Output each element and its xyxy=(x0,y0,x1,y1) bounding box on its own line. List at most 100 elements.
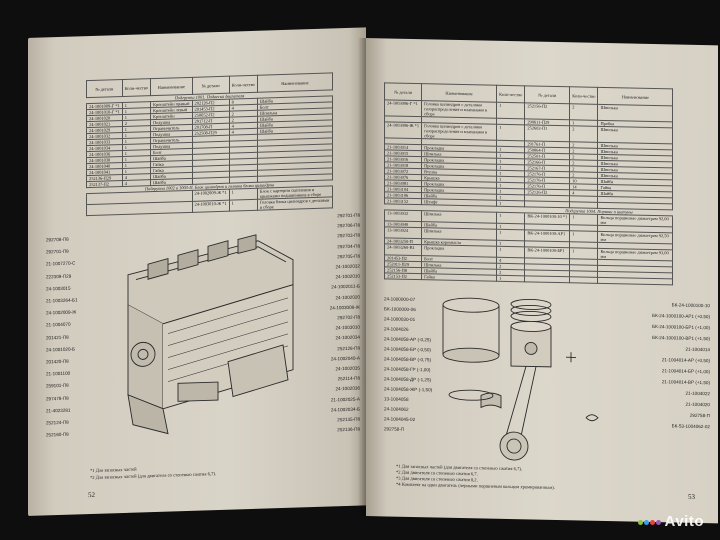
part-callout: 21-1004014-АР (+0,50) xyxy=(661,357,710,364)
part-callout: БК-53-1004062-02 xyxy=(671,423,710,430)
watermark-text: Avito xyxy=(664,513,704,530)
part-callout: 24-1002034 xyxy=(335,334,360,341)
part-callout: 13-1004058 xyxy=(384,396,409,402)
col-name-2: Наименование xyxy=(597,87,673,106)
table-cell: 252602-П1 xyxy=(524,124,570,142)
table-cell: 24-1003010-Ж *1 xyxy=(192,200,230,213)
page-number: 53 xyxy=(688,492,695,501)
part-callout: 201420-П8 xyxy=(46,358,69,365)
logo-dot-icon xyxy=(655,519,661,525)
table-cell: 1 xyxy=(569,213,598,226)
part-callout: 21-1002025-А xyxy=(330,396,360,403)
part-callout: 24-1004062 xyxy=(384,406,409,412)
table-cell: Гайка xyxy=(421,273,497,282)
part-callout: 24-1003008-Ж xyxy=(329,304,360,311)
table-cell: 24-1003006-Ж *1 xyxy=(384,121,422,139)
table-cell: 1 xyxy=(229,199,258,212)
part-callout: 21-1004014 xyxy=(685,346,710,353)
part-callout: 252135-П8 xyxy=(337,416,360,423)
part-callout: 24-1003015 xyxy=(46,285,71,292)
part-callout: 292708-П8 xyxy=(46,236,69,243)
col-name: Наименование xyxy=(421,83,497,103)
part-callout: 24-1004058-АР (-0,25) xyxy=(384,336,431,343)
footnote: *4 Комплект на один двигатель (черными п… xyxy=(396,481,555,490)
table-cell: 13-1003024 xyxy=(384,226,422,239)
part-callout: 292705-П8 xyxy=(337,253,360,260)
part-callout: БК-24-1000100-АР1 (+0,50) xyxy=(652,312,710,320)
part-callout: 21-1004014-ВР (+1,50) xyxy=(661,379,710,386)
part-callout: 24-1004058-ЖР (-1,50) xyxy=(384,386,433,393)
col-quantity-2: Коли-чество xyxy=(229,75,258,94)
col-part-number-2: № детали xyxy=(192,76,230,95)
part-callout: 292706-П8 xyxy=(337,222,360,229)
part-callout: 24-1002034-Б xyxy=(330,406,360,413)
part-callout: 292758-П xyxy=(384,426,405,432)
table-cell: 1 xyxy=(496,124,525,141)
part-callout: 21-1001100 xyxy=(46,370,71,377)
part-callout: 21-1004020 xyxy=(685,401,710,408)
part-callout: 252114-П8 xyxy=(337,375,360,382)
part-callout: 24-1004045-02 xyxy=(384,416,416,423)
table-cell: 1 xyxy=(569,230,598,243)
part-callout: 252136-П8 xyxy=(337,426,360,433)
part-callout: БК-24-1000100-ВР1 (+1,50) xyxy=(652,334,710,342)
col-part-number: № детали xyxy=(384,82,422,101)
table-cell: 252156-П2 xyxy=(524,102,570,120)
table-cell: 1 xyxy=(496,246,525,258)
table-cell: 1 xyxy=(496,102,525,119)
part-callout: 292758-П xyxy=(689,412,710,419)
logo-dot-icon xyxy=(649,519,655,525)
table-cell: 24-1003260-В1 xyxy=(384,243,422,256)
open-catalog-book: № детали Коли-чество Наименование № дета… xyxy=(28,27,718,524)
part-callout: 24-1003010 xyxy=(335,324,360,331)
table-cell: 1 xyxy=(496,275,525,282)
part-callout: 21-1007270-С xyxy=(46,260,76,267)
part-callout: 21-1004070 xyxy=(46,322,71,328)
table-cell: 1 xyxy=(496,229,525,241)
part-callout: 24-1001020-Б xyxy=(46,346,76,353)
part-callout: 24-1004058-ДР (-1,25) xyxy=(384,376,432,383)
part-callout: 24-1000030-01 xyxy=(384,316,416,323)
part-callout: 252128-П8 xyxy=(337,345,360,351)
table-cell: Головка цилиндров с деталями газораспред… xyxy=(421,122,497,141)
part-callout: 222309-П29 xyxy=(46,273,72,280)
logo-dot-icon xyxy=(637,519,643,525)
part-callout: 292704-П8 xyxy=(337,243,360,249)
table-cell: 24-1003006-Г *1 xyxy=(384,99,422,117)
part-callout: 24-1002040-А xyxy=(330,355,360,362)
table-cell xyxy=(524,275,570,283)
part-callout: 24-1002035 xyxy=(335,365,360,372)
part-callout: 297478-П8 xyxy=(46,395,69,402)
footnote: *1 Для запасных частей xyxy=(90,466,137,474)
table-cell: Головка блока цилиндров с деталями в сбо… xyxy=(257,196,333,211)
part-callout: 21-4023281 xyxy=(46,407,71,414)
part-callout: 292702-П8 xyxy=(337,314,360,321)
table-cell: 1 xyxy=(229,188,258,201)
col-part-number-2: № детали xyxy=(524,85,570,104)
part-callout: 21-1004022 xyxy=(685,390,710,397)
part-callout: 292701-П8 xyxy=(337,212,360,219)
part-callout: 24-1004026 xyxy=(384,326,409,332)
part-callout: 21-1004014-БР (+1,00) xyxy=(661,368,710,375)
engine-block-illustration xyxy=(127,234,294,435)
table-cell: Шпилька xyxy=(597,104,673,122)
logo-dot-icon xyxy=(643,519,649,525)
part-callout: 24-1002010 xyxy=(335,273,360,280)
col-part-number: № детали xyxy=(86,79,123,98)
table-cell: 252153-П2 xyxy=(384,272,422,280)
table-cell: 1 xyxy=(496,212,525,224)
part-callout: БК-1000000-06 xyxy=(384,306,416,313)
table-cell: 2 xyxy=(569,125,598,143)
left-parts-table: № детали Коли-чество Наименование № дета… xyxy=(86,72,333,216)
table-cell xyxy=(597,277,673,285)
part-callout: 24-1002011-Б xyxy=(331,283,360,290)
part-callout: БК-24-1000100-10 xyxy=(671,302,710,309)
table-cell: 1 xyxy=(569,247,598,260)
part-callout: 24-1004058-ГР (-1,00) xyxy=(384,366,431,373)
table-cell xyxy=(569,276,598,284)
table-cell: 2 xyxy=(569,103,598,121)
col-name: Наименование xyxy=(150,77,193,96)
page-number: 52 xyxy=(88,490,95,500)
part-callout: 24-1004058-ВР (-0,75) xyxy=(384,356,431,363)
avito-watermark: Avito xyxy=(637,513,704,530)
